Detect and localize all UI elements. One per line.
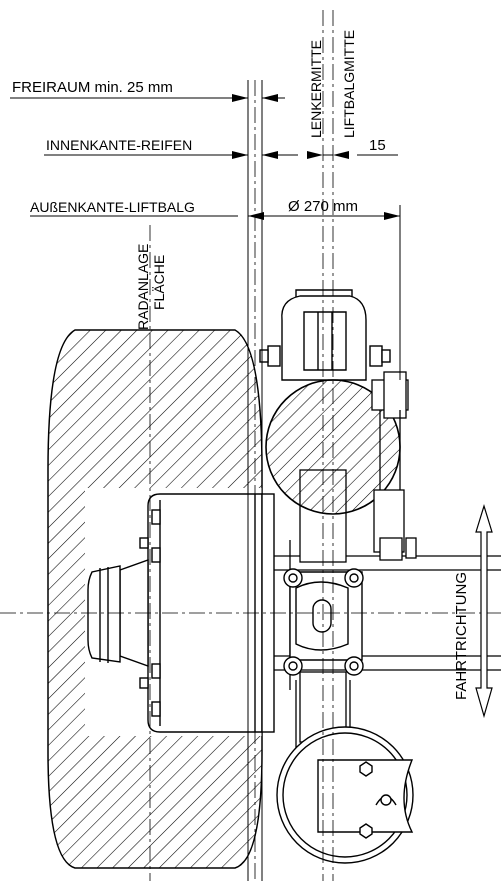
- lenkermitte-label: LENKERMITTE: [308, 40, 324, 138]
- fahrtrichtung-label: FAHRTRICHTUNG: [453, 572, 470, 700]
- axle-clamp: [283, 568, 364, 676]
- diameter-label: Ø 270 mm: [288, 198, 358, 215]
- liftbalgmitte-label: LIFTBALGMITTE: [341, 30, 357, 138]
- flaeche-label: FLÄCHE: [151, 255, 167, 310]
- air-spring: [276, 726, 414, 864]
- radanlage-label: RADANLAGE: [135, 244, 151, 330]
- freiraum-label: FREIRAUM min. 25 mm: [12, 79, 173, 96]
- lift-cylinder: [371, 371, 417, 561]
- aussenkante-liftbalg-label: AUßENKANTE-LIFTBALG: [30, 199, 195, 215]
- dimension-arrows: [232, 94, 400, 220]
- offset-label: 15: [369, 137, 386, 154]
- innenkante-reifen-label: INNENKANTE-REIFEN: [46, 137, 192, 153]
- dimension-lines: [10, 80, 401, 881]
- lift-bellow-mount: [259, 289, 391, 381]
- direction-arrow: [475, 503, 493, 719]
